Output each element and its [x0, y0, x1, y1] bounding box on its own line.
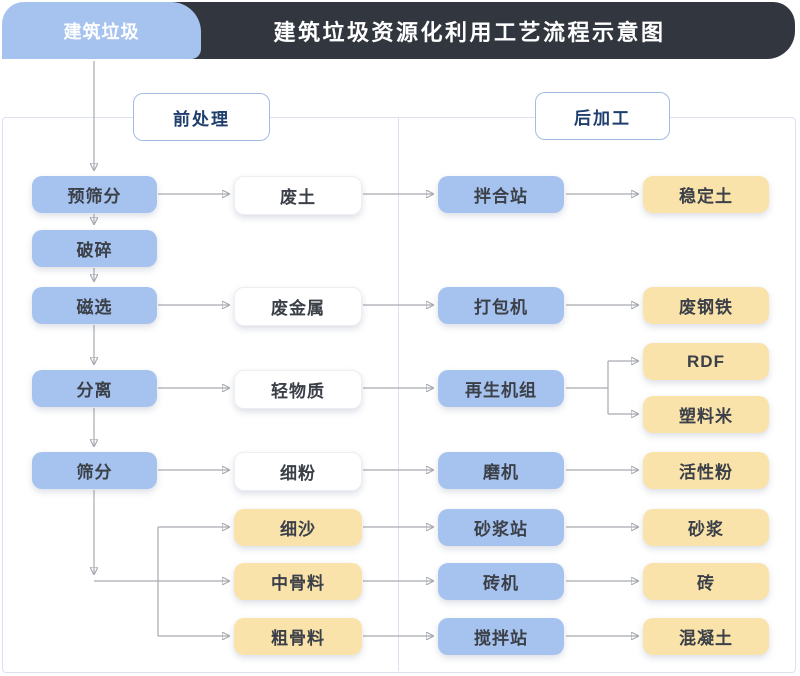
- node-waste-metal: 废金属: [234, 287, 362, 326]
- node-label: 废金属: [271, 299, 325, 318]
- node-medium-aggregate: 中骨料: [234, 563, 362, 600]
- node-label: 搅拌站: [474, 629, 528, 648]
- node-plastic-pellets: 塑料米: [643, 396, 769, 433]
- node-scrap-steel: 废钢铁: [643, 287, 769, 324]
- page-title: 建筑垃圾资源化利用工艺流程示意图: [273, 19, 666, 45]
- section-pre-processing: 前处理: [133, 93, 270, 141]
- node-fine-sand: 细沙: [234, 509, 362, 546]
- node-label: 活性粉: [679, 463, 733, 482]
- node-baler: 打包机: [438, 287, 564, 324]
- node-label: 打包机: [474, 298, 528, 317]
- section-post-processing-label: 后加工: [574, 108, 631, 128]
- node-concrete: 混凝土: [643, 618, 769, 655]
- node-label: 预筛分: [67, 187, 122, 206]
- node-waste-soil: 废土: [234, 176, 362, 215]
- node-pre-screening: 预筛分: [32, 176, 157, 213]
- node-label: 再生机组: [465, 381, 537, 400]
- node-label: 筛分: [76, 463, 113, 482]
- node-label: 分离: [76, 381, 113, 400]
- node-label: RDF: [687, 351, 725, 371]
- node-label: 拌合站: [474, 187, 528, 206]
- node-brick-machine: 砖机: [438, 563, 564, 600]
- node-label: 稳定土: [679, 187, 733, 206]
- node-mill: 磨机: [438, 452, 564, 489]
- panel-divider: [398, 118, 399, 671]
- node-mortar-station: 砂浆站: [438, 509, 564, 546]
- node-label: 磨机: [483, 463, 519, 482]
- node-label: 砂浆: [688, 520, 724, 539]
- node-label: 砖: [697, 574, 715, 593]
- source-tab-label: 建筑垃圾: [63, 21, 140, 42]
- node-label: 废钢铁: [679, 298, 733, 317]
- node-separation: 分离: [32, 370, 157, 407]
- node-label: 磁选: [76, 298, 113, 317]
- source-tab: 建筑垃圾: [2, 2, 201, 59]
- node-crushing: 破碎: [32, 230, 157, 267]
- node-stabilized-soil: 稳定土: [643, 176, 769, 213]
- node-regeneration-unit: 再生机组: [438, 370, 564, 407]
- node-label: 砂浆站: [474, 520, 528, 539]
- node-label: 细粉: [280, 464, 316, 483]
- node-label: 混凝土: [679, 629, 733, 648]
- node-label: 粗骨料: [271, 629, 325, 648]
- section-post-processing: 后加工: [535, 92, 670, 140]
- node-label: 废土: [280, 188, 316, 207]
- node-magnetic-separation: 磁选: [32, 287, 157, 324]
- node-screening: 筛分: [32, 452, 157, 489]
- node-label: 细沙: [280, 520, 316, 539]
- node-coarse-aggregate: 粗骨料: [234, 618, 362, 655]
- node-label: 砖机: [483, 574, 519, 593]
- node-label: 破碎: [76, 241, 113, 260]
- node-mortar: 砂浆: [643, 509, 769, 546]
- node-brick: 砖: [643, 563, 769, 600]
- section-pre-processing-label: 前处理: [173, 109, 230, 129]
- node-label: 塑料米: [679, 407, 733, 426]
- node-active-powder: 活性粉: [643, 452, 769, 489]
- node-label: 中骨料: [271, 574, 325, 593]
- node-agitating-station: 搅拌站: [438, 618, 564, 655]
- node-rdf: RDF: [643, 343, 769, 380]
- node-mixing-station: 拌合站: [438, 176, 564, 213]
- node-light-material: 轻物质: [234, 370, 362, 409]
- node-label: 轻物质: [271, 382, 325, 401]
- diagram-board: [2, 117, 796, 673]
- node-fine-powder: 细粉: [234, 452, 362, 491]
